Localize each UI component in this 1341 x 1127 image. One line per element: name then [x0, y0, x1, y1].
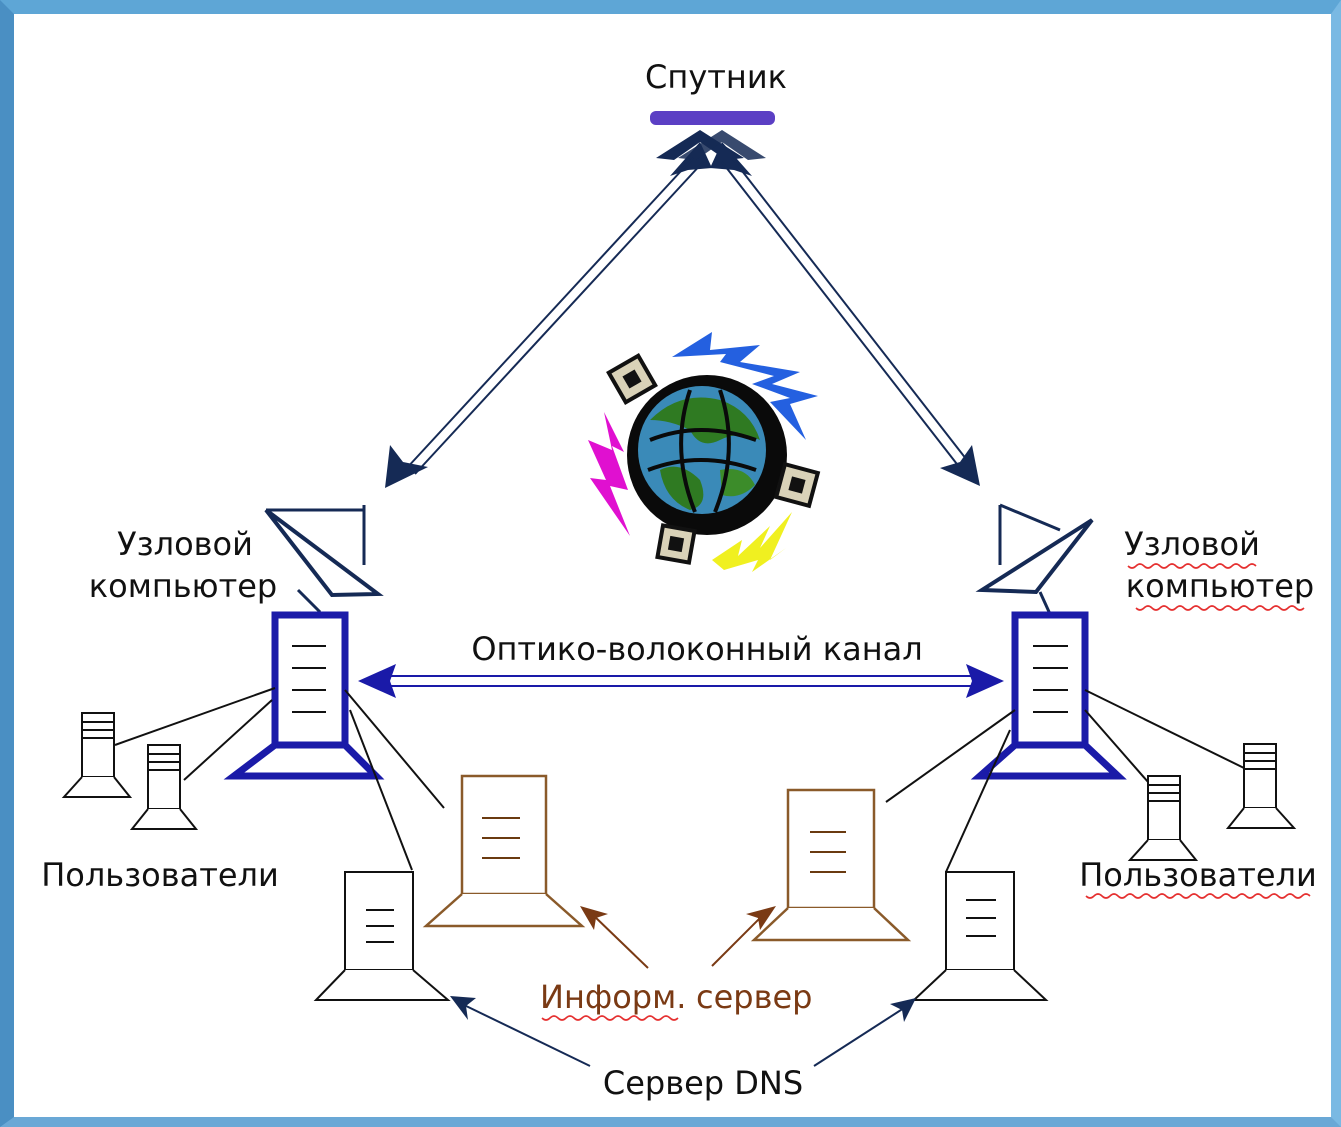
computer-icon-dns-left [313, 871, 451, 1001]
satellite-icon [650, 111, 775, 176]
links-left-node [114, 687, 445, 871]
dns-arrowhead-left [450, 996, 476, 1020]
node-right-label-line2: компьютер [1126, 567, 1314, 605]
fiber-channel-link [380, 675, 980, 687]
computer-icon-dns-right [911, 871, 1049, 1001]
spellcheck-squiggle [1127, 563, 1257, 569]
computer-icon-info-server-left [422, 774, 586, 928]
info-arrowhead-left [580, 906, 608, 930]
computer-icon-user-right-1 [1225, 743, 1297, 829]
fiber-channel-label: Оптико-волоконный канал [471, 630, 922, 668]
dish-antenna-icon-left [264, 505, 384, 614]
computer-icon-node-left [223, 611, 385, 780]
arrowhead-right-dish [940, 445, 980, 486]
computer-icon-info-server-right [750, 788, 912, 942]
node-right-label-line1: Узловой [1124, 525, 1260, 563]
lightning-icon [588, 332, 818, 572]
satellite-link-left [404, 157, 704, 475]
spellcheck-squiggle [1135, 605, 1305, 611]
globe-icon [606, 353, 821, 565]
info-server-label-word2: сервер [696, 978, 812, 1016]
spellcheck-squiggle [541, 1015, 679, 1021]
dish-antenna-icon-right [975, 503, 1094, 615]
computer-icon-user-left-1 [61, 712, 133, 798]
links-right-node [885, 689, 1245, 873]
users-left-label: Пользователи [41, 856, 279, 894]
dns-arrows [461, 1003, 905, 1067]
dns-server-label: Сервер DNS [603, 1064, 803, 1102]
computer-icon-user-right-2 [1127, 775, 1199, 861]
satellite-link-right [721, 157, 971, 469]
users-right-label: Пользователи [1079, 856, 1317, 894]
node-left-label-line1: Узловой [117, 525, 253, 563]
satellite-label: Спутник [645, 58, 787, 96]
info-arrowhead-right [746, 906, 776, 930]
fiber-arrowhead-left [358, 664, 396, 698]
computer-icon-user-left-2 [129, 744, 199, 830]
spellcheck-squiggle [1085, 893, 1311, 899]
computer-icon-node-right [970, 611, 1127, 780]
info-server-label-word1: Информ. [540, 978, 686, 1016]
dns-arrowhead-right [890, 998, 916, 1022]
arrowhead-left-dish [385, 445, 428, 488]
node-left-label-line2: компьютер [89, 567, 277, 605]
info-server-arrows [591, 913, 765, 969]
fiber-arrowhead-right [966, 664, 1004, 698]
